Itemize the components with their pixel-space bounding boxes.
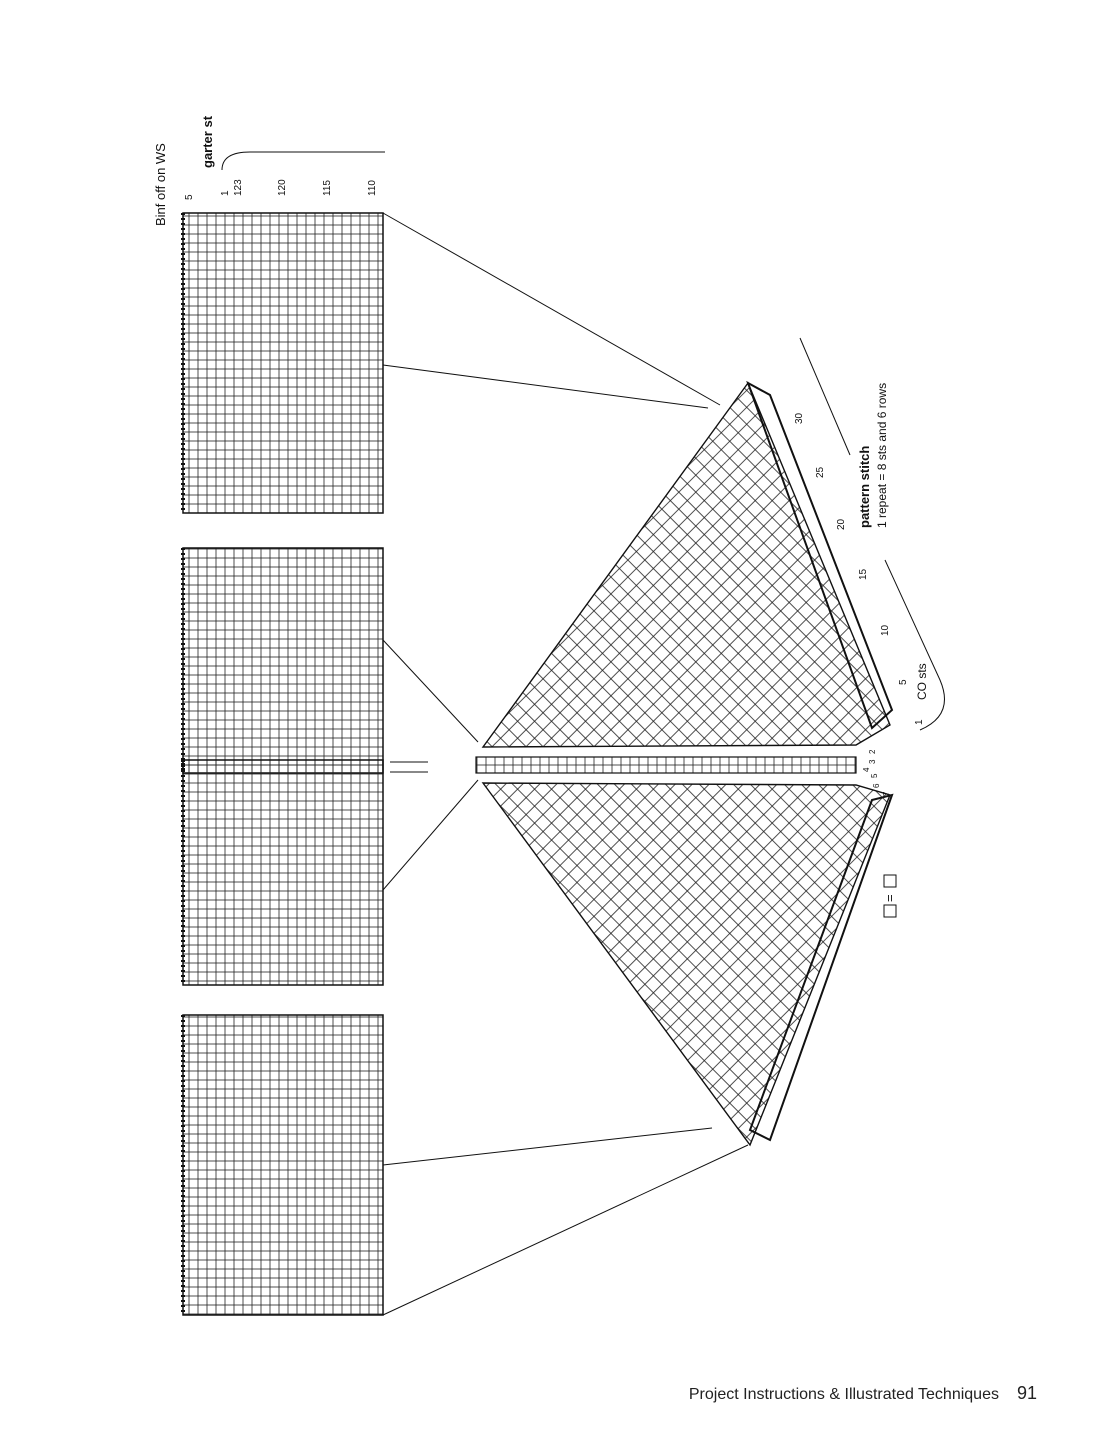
pattern-bracket-bottom — [884, 559, 945, 731]
connector-lines — [382, 212, 749, 1316]
detail-chart-1 — [181, 212, 384, 514]
small-row-number: 3 — [868, 759, 877, 764]
shawl-row-marker: 25 — [815, 466, 826, 478]
shawl-lower-half — [481, 782, 891, 1147]
legend-box-a — [883, 904, 897, 918]
detail-chart-3 — [181, 759, 384, 986]
upper-border — [746, 380, 894, 730]
shawl-row-marker: 1 — [914, 719, 925, 725]
legend-box-b — [883, 874, 897, 888]
garter-label: garter st — [200, 115, 215, 168]
garter-bracket — [221, 151, 385, 171]
page-number: 91 — [1016, 1383, 1037, 1403]
row-marker: 110 — [367, 180, 378, 196]
row-marker: 115 — [322, 180, 333, 196]
bind-off-label: Binf off on WS — [153, 143, 168, 226]
small-row-number: 2 — [868, 749, 877, 754]
page-footer: Project Instructions & Illustrated Techn… — [689, 1383, 1037, 1404]
detail-chart-4 — [181, 1014, 384, 1316]
small-row-number: 4 — [862, 767, 871, 772]
shawl-upper-half — [481, 381, 891, 748]
small-row-number: 7 — [882, 791, 891, 796]
footer-title: Project Instructions & Illustrated Techn… — [688, 1386, 999, 1403]
center-spine — [475, 756, 857, 774]
shawl-row-marker: 5 — [898, 679, 909, 685]
co-sts-label: CO sts — [915, 663, 929, 700]
shawl-row-marker: 20 — [836, 518, 847, 530]
pattern-stitch-title: pattern stitch — [857, 445, 872, 528]
small-row-number: 6 — [872, 783, 881, 788]
shawl-row-marker: 30 — [794, 412, 805, 424]
detail-chart-2 — [181, 547, 384, 774]
small-row-number: 5 — [870, 773, 879, 778]
legend-equals: = — [882, 894, 897, 902]
shawl-row-marker: 10 — [880, 624, 891, 636]
shawl-row-marker: 15 — [858, 568, 869, 580]
lower-border — [748, 793, 894, 1142]
row-marker: 5 — [184, 194, 195, 200]
row-marker: 1 — [220, 190, 231, 196]
pattern-bracket-top — [799, 337, 851, 456]
pattern-repeat-label: 1 repeat = 8 sts and 6 rows — [875, 382, 889, 528]
row-marker: 120 — [277, 179, 288, 196]
row-marker: 123 — [233, 179, 244, 196]
